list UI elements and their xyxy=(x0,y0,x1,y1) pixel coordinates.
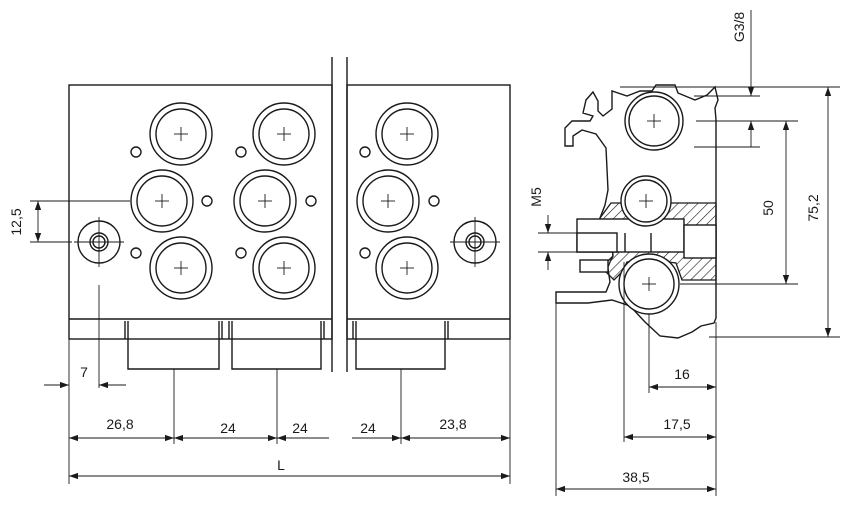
port-circle xyxy=(356,169,420,233)
centerlines xyxy=(98,285,402,444)
port-circle xyxy=(130,169,194,233)
dim-label-26-8: 26,8 xyxy=(106,416,133,432)
dimension-38-5: 38,5 xyxy=(556,469,716,493)
dim-label-16: 16 xyxy=(674,366,690,382)
dimension-g3-8: G3/8 xyxy=(731,10,755,147)
dim-label-50: 50 xyxy=(760,200,776,216)
port-circle xyxy=(149,236,213,300)
front-view: 12,5 7 26,8 24 24 24 23,8 L xyxy=(8,57,511,484)
dim-label-38-5: 38,5 xyxy=(622,469,649,485)
dimension-m5: M5 xyxy=(528,187,552,270)
dimension-17-5: 17,5 xyxy=(624,416,716,441)
port-row-top xyxy=(149,102,439,166)
dimension-L: L xyxy=(69,457,510,480)
dim-label-24-a: 24 xyxy=(220,420,236,436)
dim-label-12-5: 12,5 xyxy=(8,208,24,235)
dimension-12-5: 12,5 xyxy=(8,200,130,243)
break-lines xyxy=(331,57,348,372)
port-circle xyxy=(233,169,297,233)
dim-label-24-b: 24 xyxy=(292,420,308,436)
mounting-hole-left xyxy=(74,217,124,267)
side-port-middle xyxy=(620,175,672,227)
dim-label-24-c: 24 xyxy=(360,420,376,436)
dim-label-23-8: 23,8 xyxy=(439,416,466,432)
port-circle xyxy=(375,236,439,300)
side-view: G3/8 M5 50 75,2 16 17,5 xyxy=(528,10,840,496)
dim-label-m5: M5 xyxy=(528,187,544,207)
dimension-7: 7 xyxy=(44,339,126,484)
side-port-bottom xyxy=(618,253,680,315)
port-row-bottom xyxy=(149,236,439,300)
dimension-50: 50 xyxy=(760,121,790,284)
side-extension-lines xyxy=(538,86,840,496)
pilot-holes xyxy=(130,146,440,259)
dim-label-17-5: 17,5 xyxy=(663,416,690,432)
dimension-chain: 26,8 24 24 24 23,8 xyxy=(69,339,511,484)
manifold-block-outline xyxy=(68,84,511,370)
mounting-hole-right xyxy=(450,217,500,267)
dim-label-L: L xyxy=(277,457,285,473)
dim-label-75-2: 75,2 xyxy=(805,194,821,221)
port-circle xyxy=(149,102,213,166)
port-circle xyxy=(252,236,316,300)
side-port-top xyxy=(624,91,684,151)
side-body-outline xyxy=(555,84,719,339)
dimension-16: 16 xyxy=(649,366,716,391)
dim-label-g3-8: G3/8 xyxy=(731,12,747,43)
port-circle xyxy=(375,102,439,166)
port-row-middle xyxy=(130,169,420,233)
dim-label-7: 7 xyxy=(80,364,88,380)
dimension-75-2: 75,2 xyxy=(805,87,832,337)
port-circle xyxy=(252,102,316,166)
